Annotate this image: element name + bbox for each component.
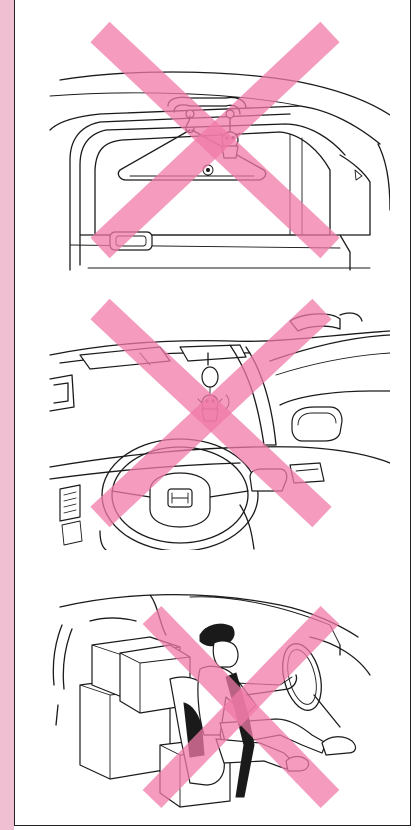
mirror-ornament-icon <box>40 295 390 550</box>
page-accent-band <box>0 0 14 830</box>
illustration-hanger-window <box>40 20 390 280</box>
hanger-on-window-icon <box>40 20 390 280</box>
unsecured-cargo-icon <box>40 585 390 815</box>
illustration-mirror-ornament <box>40 295 390 550</box>
illustration-unsecured-cargo <box>40 585 390 815</box>
